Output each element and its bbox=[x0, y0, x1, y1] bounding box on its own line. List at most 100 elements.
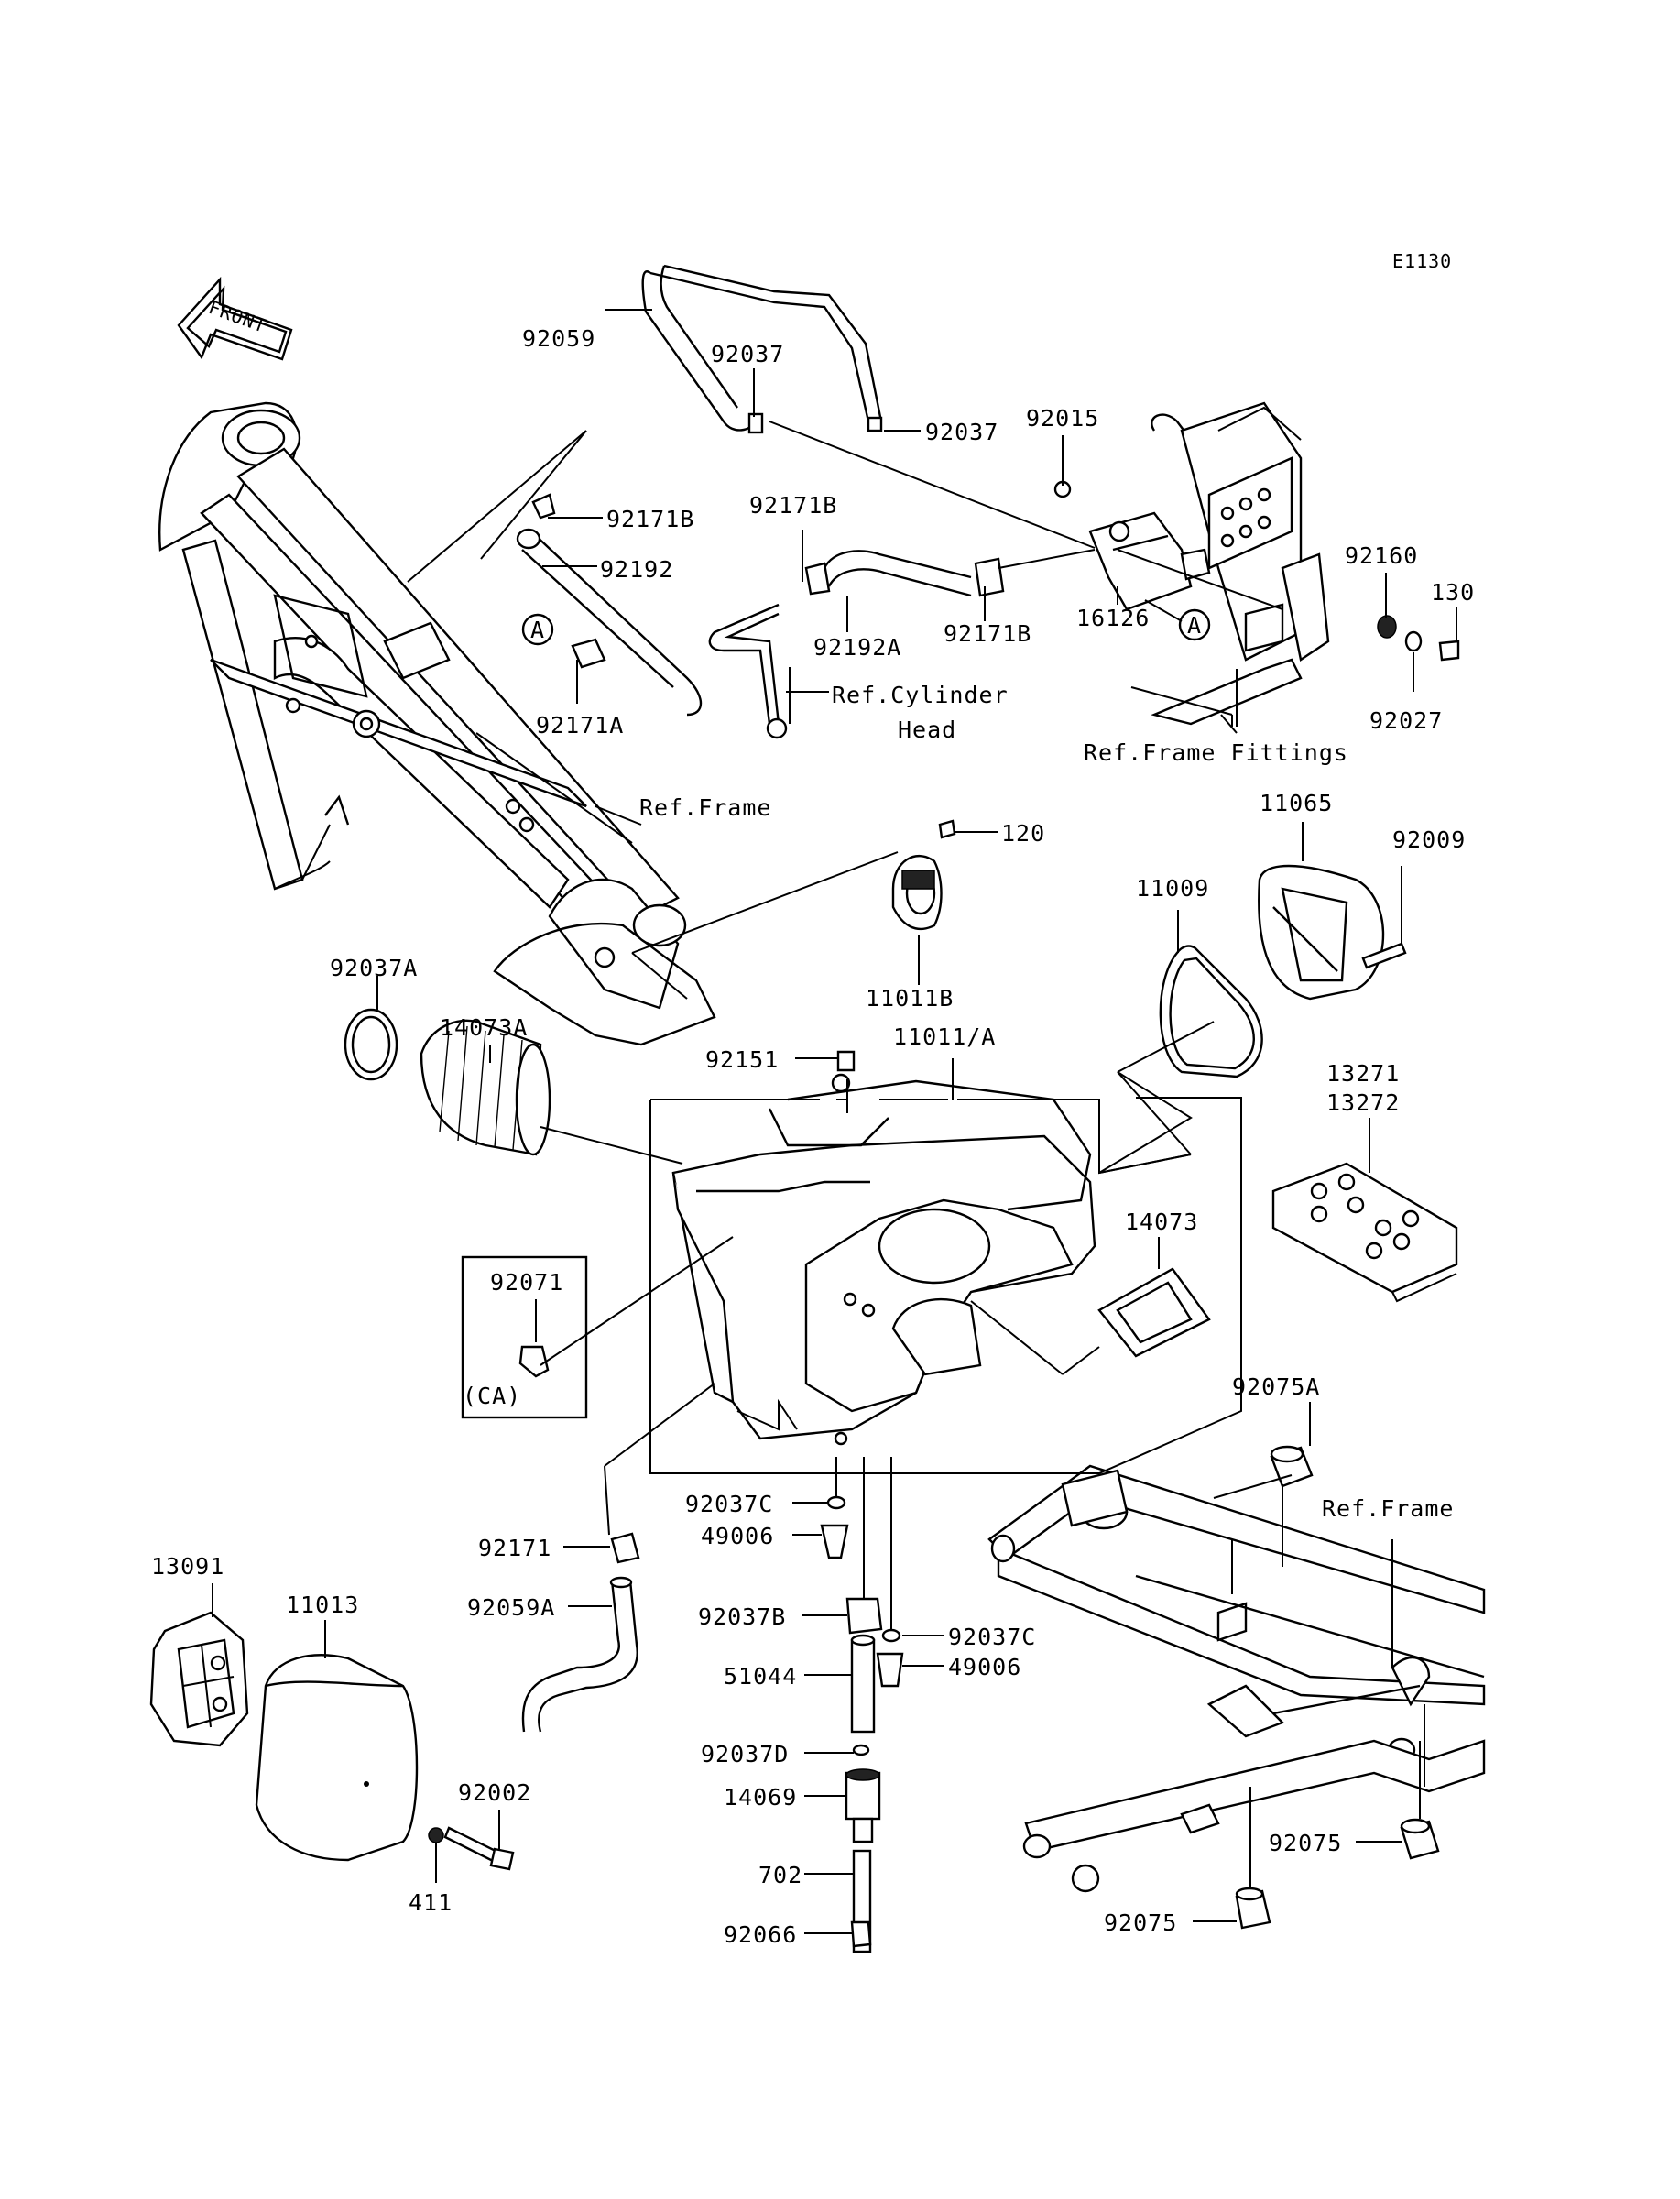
element-14073-drawing bbox=[1097, 1267, 1211, 1358]
bracket-13271-drawing bbox=[1271, 1162, 1458, 1303]
label-92171A: 92171A bbox=[536, 712, 624, 738]
clamp-92037D-drawing bbox=[852, 1744, 870, 1756]
marker-a-left-text: A bbox=[530, 617, 545, 643]
label-92009: 92009 bbox=[1392, 826, 1466, 853]
label-92160: 92160 bbox=[1345, 542, 1418, 569]
washer-92160-drawing bbox=[1377, 615, 1397, 639]
label-13091: 13091 bbox=[151, 1553, 224, 1580]
label-11011B: 11011B bbox=[866, 985, 954, 1012]
leader-lines bbox=[212, 309, 1457, 1934]
label-11013: 11013 bbox=[286, 1592, 359, 1618]
label-92037B: 92037B bbox=[698, 1603, 786, 1630]
label-14073A: 14073A bbox=[440, 1014, 528, 1041]
bolt-120-drawing bbox=[938, 819, 956, 839]
check-valve-14069-drawing bbox=[845, 1768, 881, 1843]
marker-a-right bbox=[1178, 608, 1211, 641]
valve-16126-drawing bbox=[1088, 511, 1211, 611]
ref-cylinder-head-1: Ref.Cylinder bbox=[832, 682, 1009, 708]
label-92171: 92171 bbox=[478, 1535, 551, 1561]
marker-a-left bbox=[521, 613, 554, 646]
label-92037D: 92037D bbox=[701, 1741, 789, 1767]
holder-13091-drawing bbox=[149, 1611, 249, 1747]
collar-92075A-drawing bbox=[1270, 1445, 1314, 1488]
diagram-code: E1130 bbox=[1392, 250, 1452, 272]
breather-hose-92192A bbox=[804, 550, 1005, 597]
clamp-92037C-bottom bbox=[881, 1628, 901, 1643]
label-49006-a: 49006 bbox=[701, 1523, 774, 1549]
label-92015: 92015 bbox=[1026, 405, 1099, 432]
front-arrow-icon: FRONT bbox=[177, 276, 293, 361]
label-16126: 16126 bbox=[1076, 605, 1150, 631]
ref-frame-fittings: Ref.Frame Fittings bbox=[1084, 739, 1348, 766]
label-120: 120 bbox=[1001, 820, 1045, 847]
boot-14073A-drawing bbox=[420, 1019, 551, 1156]
main-frame-drawing bbox=[158, 401, 716, 1046]
label-51044: 51044 bbox=[724, 1663, 797, 1690]
collar-92075-left bbox=[1235, 1887, 1271, 1930]
label-92192A: 92192A bbox=[813, 634, 901, 661]
ref-cylinder-head-2: Head bbox=[898, 717, 956, 743]
labels: 92059 92037 92037 92015 92171B 92192 921… bbox=[151, 325, 1475, 1948]
air-box-body bbox=[671, 1073, 1096, 1446]
label-92059: 92059 bbox=[522, 325, 595, 352]
bolt-130-drawing bbox=[1438, 640, 1460, 662]
frame-fittings-bracket bbox=[1151, 401, 1330, 726]
assembly-boundary-2 bbox=[1098, 1071, 1193, 1174]
plug-92066-drawing bbox=[850, 1920, 872, 1948]
label-14069: 14069 bbox=[724, 1784, 797, 1811]
label-130: 130 bbox=[1431, 579, 1475, 606]
label-92171B-c: 92171B bbox=[944, 620, 1031, 647]
label-49006-b: 49006 bbox=[948, 1654, 1021, 1680]
element-11065-drawing bbox=[1258, 864, 1385, 1001]
label-92151: 92151 bbox=[705, 1046, 779, 1073]
label-92075-b: 92075 bbox=[1104, 1909, 1177, 1936]
clamp-92037B-drawing bbox=[845, 1597, 883, 1635]
label-11009: 11009 bbox=[1136, 875, 1209, 902]
cap-11011B-drawing bbox=[891, 854, 943, 931]
washer-411-drawing bbox=[428, 1827, 444, 1843]
breather-hose-92059 bbox=[641, 264, 883, 434]
pipe-51044-drawing bbox=[850, 1634, 876, 1734]
label-92037C-b: 92037C bbox=[948, 1624, 1036, 1650]
hose-92059A-drawing bbox=[521, 1576, 638, 1733]
label-92002: 92002 bbox=[458, 1779, 531, 1806]
washer-92027-drawing bbox=[1404, 630, 1423, 652]
fitting-92071-drawing bbox=[518, 1345, 550, 1378]
ref-frame-bottom: Ref.Frame bbox=[1322, 1495, 1454, 1522]
label-92075-a: 92075 bbox=[1269, 1830, 1342, 1856]
rear-frame-drawing bbox=[987, 1464, 1486, 1893]
label-13271: 13271 bbox=[1326, 1060, 1400, 1087]
bolt-92009-drawing bbox=[1361, 942, 1407, 969]
label-92066: 92066 bbox=[724, 1921, 797, 1948]
label-11065: 11065 bbox=[1260, 790, 1333, 816]
label-411: 411 bbox=[409, 1889, 453, 1916]
bolt-92002-drawing bbox=[443, 1826, 515, 1871]
element-11013-drawing bbox=[255, 1654, 419, 1862]
label-92075A: 92075A bbox=[1232, 1373, 1320, 1400]
label-92171B-b: 92171B bbox=[749, 492, 837, 519]
label-92027: 92027 bbox=[1369, 707, 1443, 734]
ca-box bbox=[461, 1255, 588, 1419]
clamp-92037A-drawing bbox=[344, 1008, 398, 1081]
label-702: 702 bbox=[758, 1862, 802, 1888]
label-92192: 92192 bbox=[600, 556, 673, 583]
ref-frame-top: Ref.Frame bbox=[639, 794, 771, 821]
label-92037-top2: 92037 bbox=[925, 419, 998, 445]
marker-a-right-text: A bbox=[1187, 612, 1202, 639]
label-92059A: 92059A bbox=[467, 1594, 555, 1621]
label-14073: 14073 bbox=[1125, 1209, 1198, 1235]
label-92037-top1: 92037 bbox=[711, 341, 784, 367]
label-11011A: 11011/A bbox=[893, 1023, 996, 1050]
collar-92075-right bbox=[1400, 1818, 1440, 1860]
assembly-boundary bbox=[649, 1097, 1242, 1474]
cap-49006-top bbox=[820, 1524, 849, 1559]
label-92171B-a: 92171B bbox=[606, 506, 694, 532]
cap-49006-bottom bbox=[876, 1652, 904, 1688]
clamp-92171-drawing bbox=[610, 1532, 640, 1564]
clamp-92037C-top bbox=[826, 1495, 846, 1510]
label-92037A: 92037A bbox=[330, 955, 418, 981]
breather-hose-92192 bbox=[516, 493, 703, 717]
label-13272: 13272 bbox=[1326, 1089, 1400, 1116]
label-92071: 92071 bbox=[490, 1269, 563, 1296]
